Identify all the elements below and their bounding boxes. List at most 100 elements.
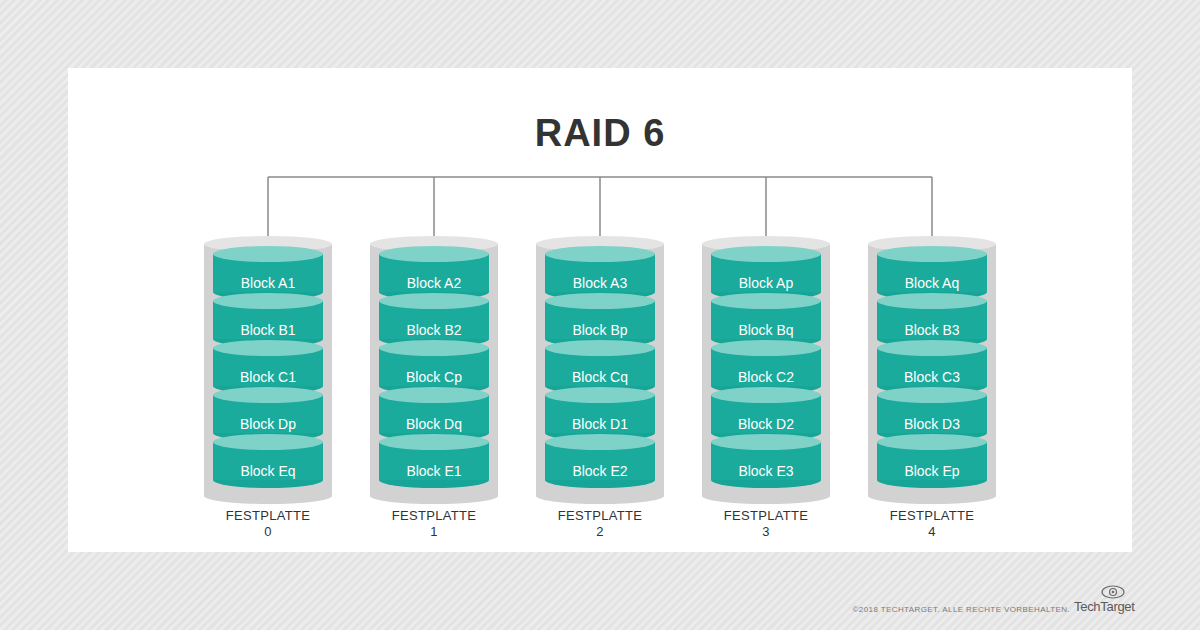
block-label: Block Aq [877,246,987,297]
platter-shape [877,340,987,394]
data-block: Block Bq [711,293,821,347]
drop-line [267,177,269,246]
drop-line [765,177,767,246]
platter-shape [711,387,821,441]
platter-top [877,293,987,309]
platter-top [379,246,489,262]
disk-body [702,244,830,496]
disk-body [204,244,332,496]
block-label: Block E3 [711,434,821,485]
block-label: Block C2 [711,340,821,391]
disk-label-group: FESTPLATTE 0 [184,508,352,540]
platter-top [379,340,489,356]
logo-eye [1102,586,1124,598]
data-block: Block D3 [877,387,987,441]
block-label: Block E1 [379,434,489,485]
block-label: Block Dp [213,387,323,438]
platter-shape [379,340,489,394]
platter-shape [711,293,821,347]
platter-top [545,246,655,262]
block-label: Block D1 [545,387,655,438]
platter-top [711,340,821,356]
data-block: Block C2 [711,340,821,394]
data-block: Block B3 [877,293,987,347]
platter-top [711,434,821,450]
platter-top [379,387,489,403]
disk-label: FESTPLATTE 4 [890,508,974,540]
platter-top [877,434,987,450]
block-label: Block Cq [545,340,655,391]
platter-shape [877,387,987,441]
copyright-note: ©2018 TECHTARGET. ALLE RECHTE VORBEHALTE… [853,605,1070,614]
platter-shape [545,293,655,347]
platter-shape [213,340,323,394]
data-block: Block A1 [213,246,323,300]
disk-body [868,244,996,496]
block-label: Block A2 [379,246,489,297]
block-label: Block Ep [877,434,987,485]
platter-shape [545,387,655,441]
disk-label: FESTPLATTE 1 [392,508,476,540]
block-label: Block B3 [877,293,987,344]
data-block: Block D1 [545,387,655,441]
diagram-title: RAID 6 [0,108,1200,158]
platter-shape [213,387,323,441]
disk-body [370,244,498,496]
data-block: Block Ep [877,434,987,488]
platter-top [545,387,655,403]
platter-shape [379,293,489,347]
data-block: Block A3 [545,246,655,300]
block-label: Block Ap [711,246,821,297]
hard-disk: FESTPLATTE 4Block AqBlock B3Block C3Bloc… [868,236,996,546]
hard-disk: FESTPLATTE 2Block A3Block BpBlock CqBloc… [536,236,664,546]
block-label: Block A3 [545,246,655,297]
block-label: Block Eq [213,434,323,485]
hard-disk: FESTPLATTE 0Block A1Block B1Block C1Bloc… [204,236,332,546]
data-block: Block E3 [711,434,821,488]
platter-shape [213,293,323,347]
block-label: Block C3 [877,340,987,391]
drop-line [599,177,601,246]
data-block: Block Cq [545,340,655,394]
platter-shape [711,246,821,300]
data-block: Block Aq [877,246,987,300]
block-label: Block E2 [545,434,655,485]
data-block: Block C1 [213,340,323,394]
data-block: Block Dq [379,387,489,441]
disk-label: FESTPLATTE 3 [724,508,808,540]
platter-top [213,293,323,309]
platter-shape [877,293,987,347]
data-block: Block E2 [545,434,655,488]
data-block: Block Ap [711,246,821,300]
data-block: Block B2 [379,293,489,347]
platter-top [213,340,323,356]
platter-top [545,293,655,309]
platter-top [379,434,489,450]
data-block: Block Eq [213,434,323,488]
platter-top [877,246,987,262]
platter-top [213,246,323,262]
platter-shape [213,434,323,488]
data-block: Block D2 [711,387,821,441]
platter-shape [545,434,655,488]
disk-label: FESTPLATTE 0 [226,508,310,540]
disk-label-group: FESTPLATTE 2 [516,508,684,540]
disk-label: FESTPLATTE 2 [558,508,642,540]
platter-shape [711,434,821,488]
hard-disk: FESTPLATTE 3Block ApBlock BqBlock C2Bloc… [702,236,830,546]
platter-top [213,434,323,450]
block-label: Block Dq [379,387,489,438]
platter-shape [379,246,489,300]
disk-label-group: FESTPLATTE 4 [848,508,1016,540]
platter-shape [545,246,655,300]
platter-top [711,246,821,262]
hard-disk: FESTPLATTE 1Block A2Block B2Block CpBloc… [370,236,498,546]
platter-top [711,387,821,403]
block-label: Block C1 [213,340,323,391]
platter-shape [379,387,489,441]
disk-body [536,244,664,496]
platter-shape [877,246,987,300]
block-label: Block Bq [711,293,821,344]
